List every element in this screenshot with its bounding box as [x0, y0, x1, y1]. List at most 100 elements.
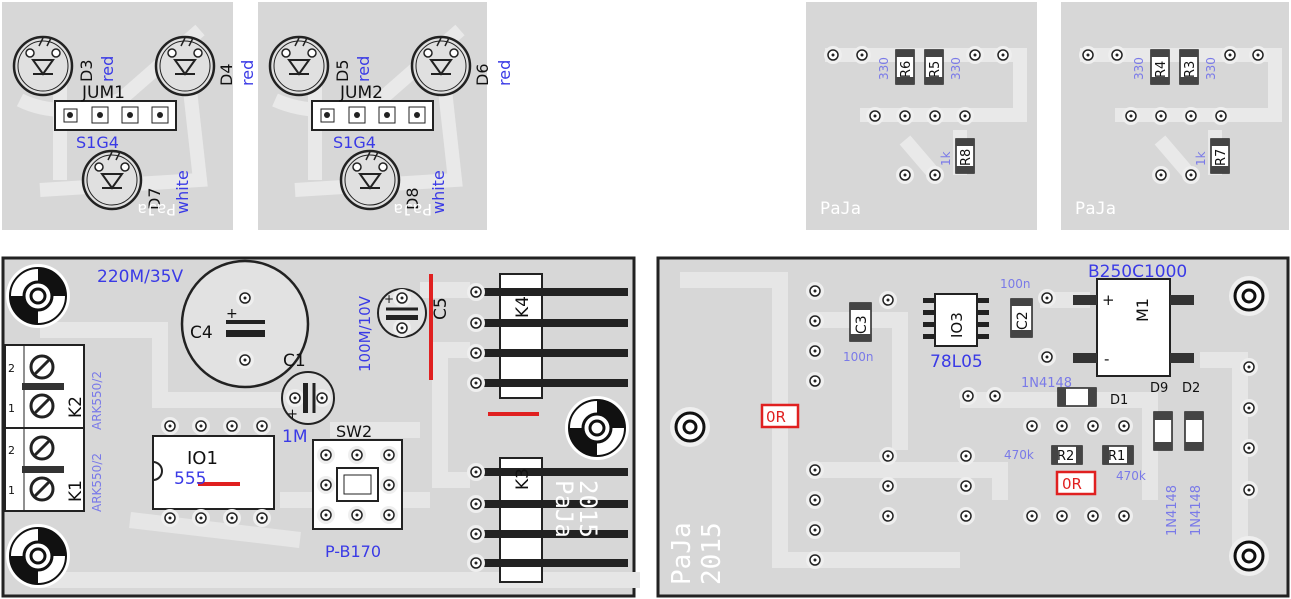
terminal-pin: 1 [8, 484, 15, 497]
watermark: PaJa [667, 522, 697, 585]
switch-sw2 [312, 439, 403, 530]
capacitor-c4: + [180, 259, 310, 389]
jumper-ref: JUM1 [81, 83, 125, 103]
mounting-hole [4, 262, 72, 330]
c2-value: 100n [1000, 277, 1031, 291]
terminal-pin: 1 [8, 402, 15, 415]
r7-value: 1k [1194, 151, 1208, 166]
r6-ref: R6 [899, 61, 914, 78]
r7-ref: R7 [1214, 149, 1229, 166]
bridge-part: B250C1000 [1088, 262, 1187, 282]
c4-value: 220M/35V [97, 267, 183, 287]
io1-part: 555 [174, 469, 206, 489]
svg-text:+: + [384, 292, 394, 306]
svg-text:+: + [226, 306, 238, 322]
r5-value: 330 [949, 57, 963, 80]
bridge-plus: + [1102, 291, 1115, 309]
zero-ohm-jumper-2 [1055, 470, 1097, 496]
bridge-rectifier-m1 [1073, 278, 1194, 377]
r8-value: 1k [939, 151, 953, 166]
led-d3 [12, 35, 74, 97]
main-board-left: 2 1 2 1 K2 K1 ARK550/2 ARK550/2 220M/35V… [1, 256, 640, 598]
led-d5-color: red [354, 56, 373, 82]
bridge-ref: M1 [1133, 298, 1152, 322]
capacitor-c3 [849, 302, 872, 342]
k4-ref: K4 [513, 296, 533, 318]
k2-part: ARK550/2 [90, 371, 104, 430]
connector-k4 [466, 273, 628, 399]
d1-ref: D1 [1110, 393, 1128, 408]
capacitor-c1: + [281, 371, 335, 425]
watermark-year: 2015 [697, 522, 727, 585]
mounting-hole [4, 522, 72, 590]
mounting-hole [563, 394, 631, 462]
r8-ref: R8 [959, 149, 974, 166]
led-d7 [81, 149, 143, 211]
capacitor-c2 [1010, 298, 1033, 338]
r3-value: 330 [1204, 57, 1218, 80]
r3-ref: R3 [1183, 61, 1198, 78]
watermark-year: 2015 [574, 480, 602, 538]
watermark: PaJa [1075, 199, 1116, 219]
sw2-ref: SW2 [336, 422, 372, 441]
led-d7-ref: D7 [145, 188, 164, 211]
c5-value: 100M/10V [356, 295, 374, 372]
diode-d1 [1057, 387, 1097, 407]
mounting-hole [668, 405, 712, 449]
ic-io1 [152, 416, 275, 528]
watermark: PaJa [820, 199, 861, 219]
d9-ref: D9 [1150, 381, 1168, 396]
c3-ref: C3 [854, 315, 870, 334]
r1-value: 470k [1116, 469, 1146, 483]
io3-ref: IO3 [948, 312, 966, 338]
zero-ohm-jumper-1 [760, 403, 800, 429]
c1-value: 1M [282, 427, 307, 447]
jumper-part: S1G4 [76, 133, 119, 152]
watermark: PaJa [550, 480, 578, 538]
jumper-label: 0R [766, 408, 786, 426]
io1-ref: IO1 [187, 448, 218, 469]
main-board-right: C3 100n IO3 78L05 C2 100n B250C1000 + - … [656, 256, 1290, 598]
terminal-pin: 2 [8, 444, 15, 457]
c2-ref: C2 [1015, 311, 1031, 330]
watermark: PaJa [137, 200, 176, 219]
terminal-block-k2-k1 [4, 344, 85, 512]
resistor-board-2: R4 R3 R7 330 330 1k PaJa [1061, 2, 1289, 230]
k1-ref: K1 [66, 480, 86, 502]
jumper-header-2 [311, 100, 434, 131]
led-d8-ref: D8 [403, 188, 422, 211]
resistor-board-1: R6 R5 R8 330 330 1k PaJa [806, 2, 1037, 230]
led-board-2: JUM2 S1G4 D5 red D6 red D8 white PaJa [258, 2, 514, 230]
d9-part: 1N4148 [1165, 485, 1180, 536]
led-d5-ref: D5 [333, 60, 352, 83]
connector-k3 [466, 457, 628, 583]
k3-ref: K3 [513, 468, 533, 490]
c4-ref: C4 [190, 323, 213, 343]
led-d8 [339, 149, 401, 211]
r2-value: 470k [1004, 448, 1034, 462]
ic-io3 [923, 293, 989, 347]
r6-value: 330 [877, 57, 891, 80]
led-board-1: JUM1 S1G4 D3 red D4 red D7 white PaJa [2, 2, 257, 230]
led-d4-color: red [238, 60, 257, 86]
led-d6-ref: D6 [473, 64, 492, 87]
r4-value: 330 [1132, 57, 1146, 80]
terminal-pin: 2 [8, 362, 15, 375]
c1-ref: C1 [283, 351, 306, 371]
d2-part: 1N4148 [1189, 485, 1204, 536]
watermark: PaJa [393, 200, 432, 219]
r4-ref: R4 [1154, 61, 1169, 78]
jumper-ref: JUM2 [339, 83, 383, 103]
led-d3-color: red [98, 56, 117, 82]
led-d4 [154, 35, 216, 97]
sw2-part: P-B170 [325, 542, 381, 561]
c5-ref: C5 [431, 297, 451, 320]
led-d4-ref: D4 [217, 64, 236, 87]
r2-ref: R2 [1057, 449, 1074, 464]
k2-ref: K2 [66, 396, 86, 418]
resistor-r2 [1051, 445, 1083, 465]
led-d6 [410, 35, 472, 97]
io3-part: 78L05 [930, 352, 983, 372]
diode-d9 [1153, 411, 1173, 451]
